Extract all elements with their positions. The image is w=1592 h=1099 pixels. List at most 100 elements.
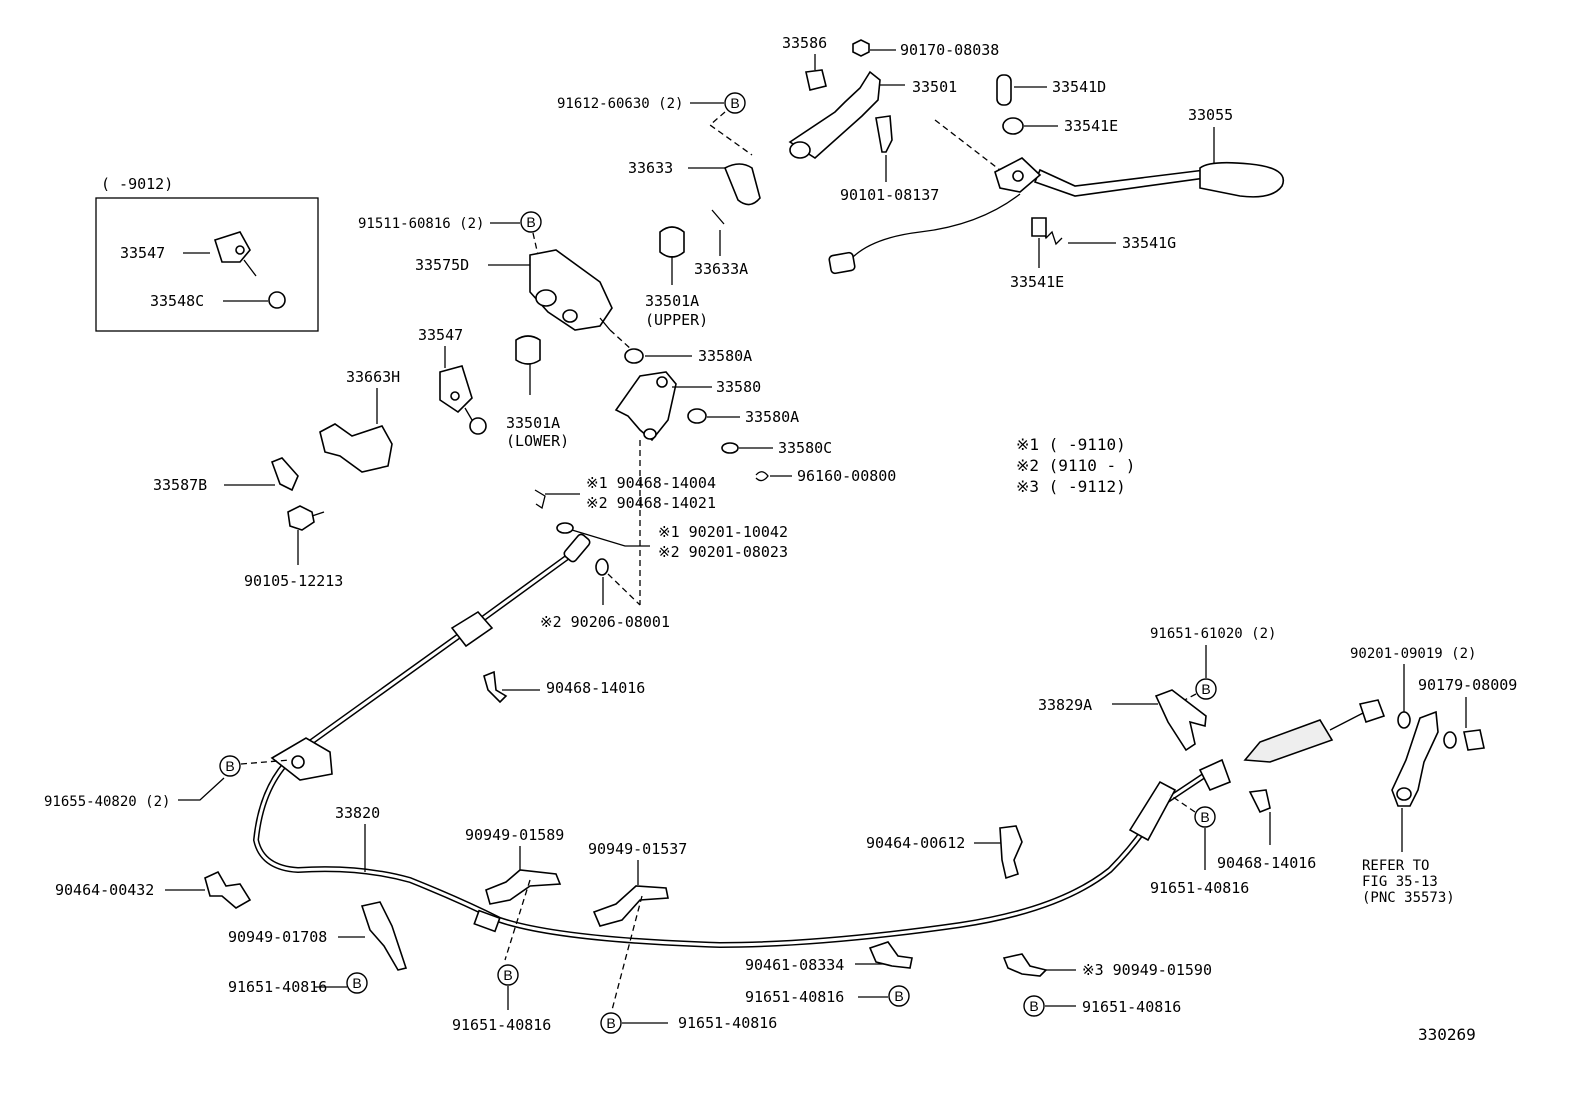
b-marker-91651-b1: [497, 964, 519, 986]
refer-line-2: FIG 35-13: [1362, 874, 1438, 890]
nut-90170-part: [852, 39, 870, 57]
washer-90201-09019-part: [1397, 711, 1411, 729]
label-90468-14016-right: 90468-14016: [1217, 854, 1316, 872]
lever-33501-part: [788, 70, 881, 160]
label-33580A-2: 33580A: [745, 408, 799, 426]
bracket-90949-01537-part: [592, 885, 669, 927]
label-33501A-lower-note: (LOWER): [506, 432, 569, 450]
label-33541D: 33541D: [1052, 78, 1106, 96]
label-33501A-upper: 33501A: [645, 292, 699, 310]
label-33541E-bottom: 33541E: [1010, 273, 1064, 291]
label-33541E-top: 33541E: [1064, 117, 1118, 135]
label-90464-00432: 90464-00432: [55, 881, 154, 899]
clamp-90461-part: [868, 941, 913, 969]
inset-ball-33548c-part: [268, 291, 286, 309]
b-marker-91612-text: B: [730, 95, 739, 111]
label-90206-08001: ※2 90206-08001: [540, 613, 670, 631]
label-90105-12213: 90105-12213: [244, 572, 343, 590]
clip-90468-14004-part: [534, 489, 546, 510]
refer-line-1: REFER TO: [1362, 858, 1429, 874]
diagram-id: 330269: [1418, 1025, 1476, 1044]
inset-range-label: ( -9012): [101, 175, 173, 193]
b-marker-91651-left: [346, 972, 368, 994]
inset-part-33547: 33547: [120, 244, 165, 262]
lever-33055-part: [1033, 168, 1206, 197]
bracket-90949-01589-part: [485, 869, 562, 905]
cable-33820-path: [252, 545, 1208, 949]
knob-33055-part: [1199, 161, 1285, 198]
b-marker-91651-b2: [600, 1012, 622, 1034]
label-90468-14021: ※2 90468-14021: [586, 494, 716, 512]
pin-33633a-part: [711, 209, 725, 225]
b-marker-91655-text: B: [225, 758, 234, 774]
label-90468-14004: ※1 90468-14004: [586, 474, 716, 492]
inset-part-33548c: 33548C: [150, 292, 204, 310]
b-marker-91651-left-text: B: [352, 975, 361, 991]
clip-33586-part: [805, 69, 827, 91]
label-33587B: 33587B: [153, 476, 207, 494]
bracket-33829a-part: [1154, 689, 1207, 752]
label-33580C: 33580C: [778, 439, 832, 457]
label-33580A-1: 33580A: [698, 347, 752, 365]
bushing-33501a-upper-part: [659, 226, 685, 258]
cable-33820: [252, 533, 1386, 949]
label-33820: 33820: [335, 804, 380, 822]
bottom-center-parts: 90949-01589 B 91651-40816 90949-01537 B …: [452, 826, 913, 1034]
label-91651-40816-b1: 91651-40816: [452, 1016, 551, 1034]
b-marker-91655: [219, 755, 241, 777]
bushing-33580a-1-part: [624, 348, 644, 364]
b-marker-91651-b2-text: B: [606, 1015, 615, 1031]
label-33547: 33547: [418, 326, 463, 344]
clip-90468-14016-right-part: [1248, 789, 1271, 814]
label-91655-40820: 91655-40820 (2): [44, 794, 170, 810]
b-marker-91651-c-text: B: [894, 988, 903, 1004]
label-33575D: 33575D: [415, 256, 469, 274]
label-91612-60630: 91612-60630 (2): [557, 96, 683, 112]
label-33501A-upper-note: (UPPER): [645, 311, 708, 329]
bushing-33541e-top-part: [1002, 117, 1024, 135]
clip-90464-00432-part: [204, 870, 252, 909]
boot-part: [1243, 719, 1334, 763]
clamp-90949-01590-part: [1002, 953, 1048, 977]
label-91651-40816-b3: 91651-40816: [1082, 998, 1181, 1016]
washer-90206-part: [595, 558, 609, 576]
b-marker-91651-61020-text: B: [1201, 681, 1210, 697]
bracket-33547-part: [439, 365, 473, 414]
label-90949-01537: 90949-01537: [588, 840, 687, 858]
inset-bracket-33547-part: [213, 231, 251, 263]
label-33580: 33580: [716, 378, 761, 396]
label-91651-40816-b2: 91651-40816: [678, 1014, 777, 1032]
b-marker-91651-b3: [1023, 995, 1045, 1017]
bolt-90105-part: [287, 505, 315, 531]
label-90949-01708: 90949-01708: [228, 928, 327, 946]
label-90201-08023: ※2 90201-08023: [658, 543, 788, 561]
b-marker-91651-61020: [1195, 678, 1217, 700]
label-91651-40816-left: 91651-40816: [228, 978, 327, 996]
label-91511-60816: 91511-60816 (2): [358, 216, 484, 232]
washer-90201-10042-part: [556, 522, 574, 534]
label-33633A: 33633A: [694, 260, 748, 278]
label-33501: 33501: [912, 78, 957, 96]
inset-box: ( -9012) 33547 33548C: [95, 175, 319, 332]
label-90101-08137: 90101-08137: [840, 186, 939, 204]
label-96160-00800: 96160-00800: [797, 467, 896, 485]
label-90170-08038: 90170-08038: [900, 41, 999, 59]
label-90179-08009: 90179-08009: [1418, 676, 1517, 694]
label-90201-09019: 90201-09019 (2): [1350, 646, 1476, 662]
b-marker-91651-b3-text: B: [1029, 998, 1038, 1014]
label-90464-00612: 90464-00612: [866, 834, 965, 852]
washer-33580c-part: [721, 442, 739, 454]
b-marker-91651-c: [888, 985, 910, 1007]
label-90461-08334: 90461-08334: [745, 956, 844, 974]
b-marker-91651-r-text: B: [1200, 809, 1209, 825]
clip-90949-01708-part: [360, 901, 408, 971]
b-marker-91511-text: B: [526, 214, 535, 230]
lower-left-parts: 90464-00432 90949-01708 91651-40816 B: [55, 870, 408, 996]
b-marker-91511: [520, 211, 542, 233]
nut-90179-part: [1463, 729, 1485, 751]
clip-96160-part: [755, 471, 769, 482]
lever-33580-part: [614, 371, 677, 442]
label-33829A: 33829A: [1038, 696, 1092, 714]
pin-33541d-part: [996, 74, 1012, 106]
label-90201-10042: ※1 90201-10042: [658, 523, 788, 541]
